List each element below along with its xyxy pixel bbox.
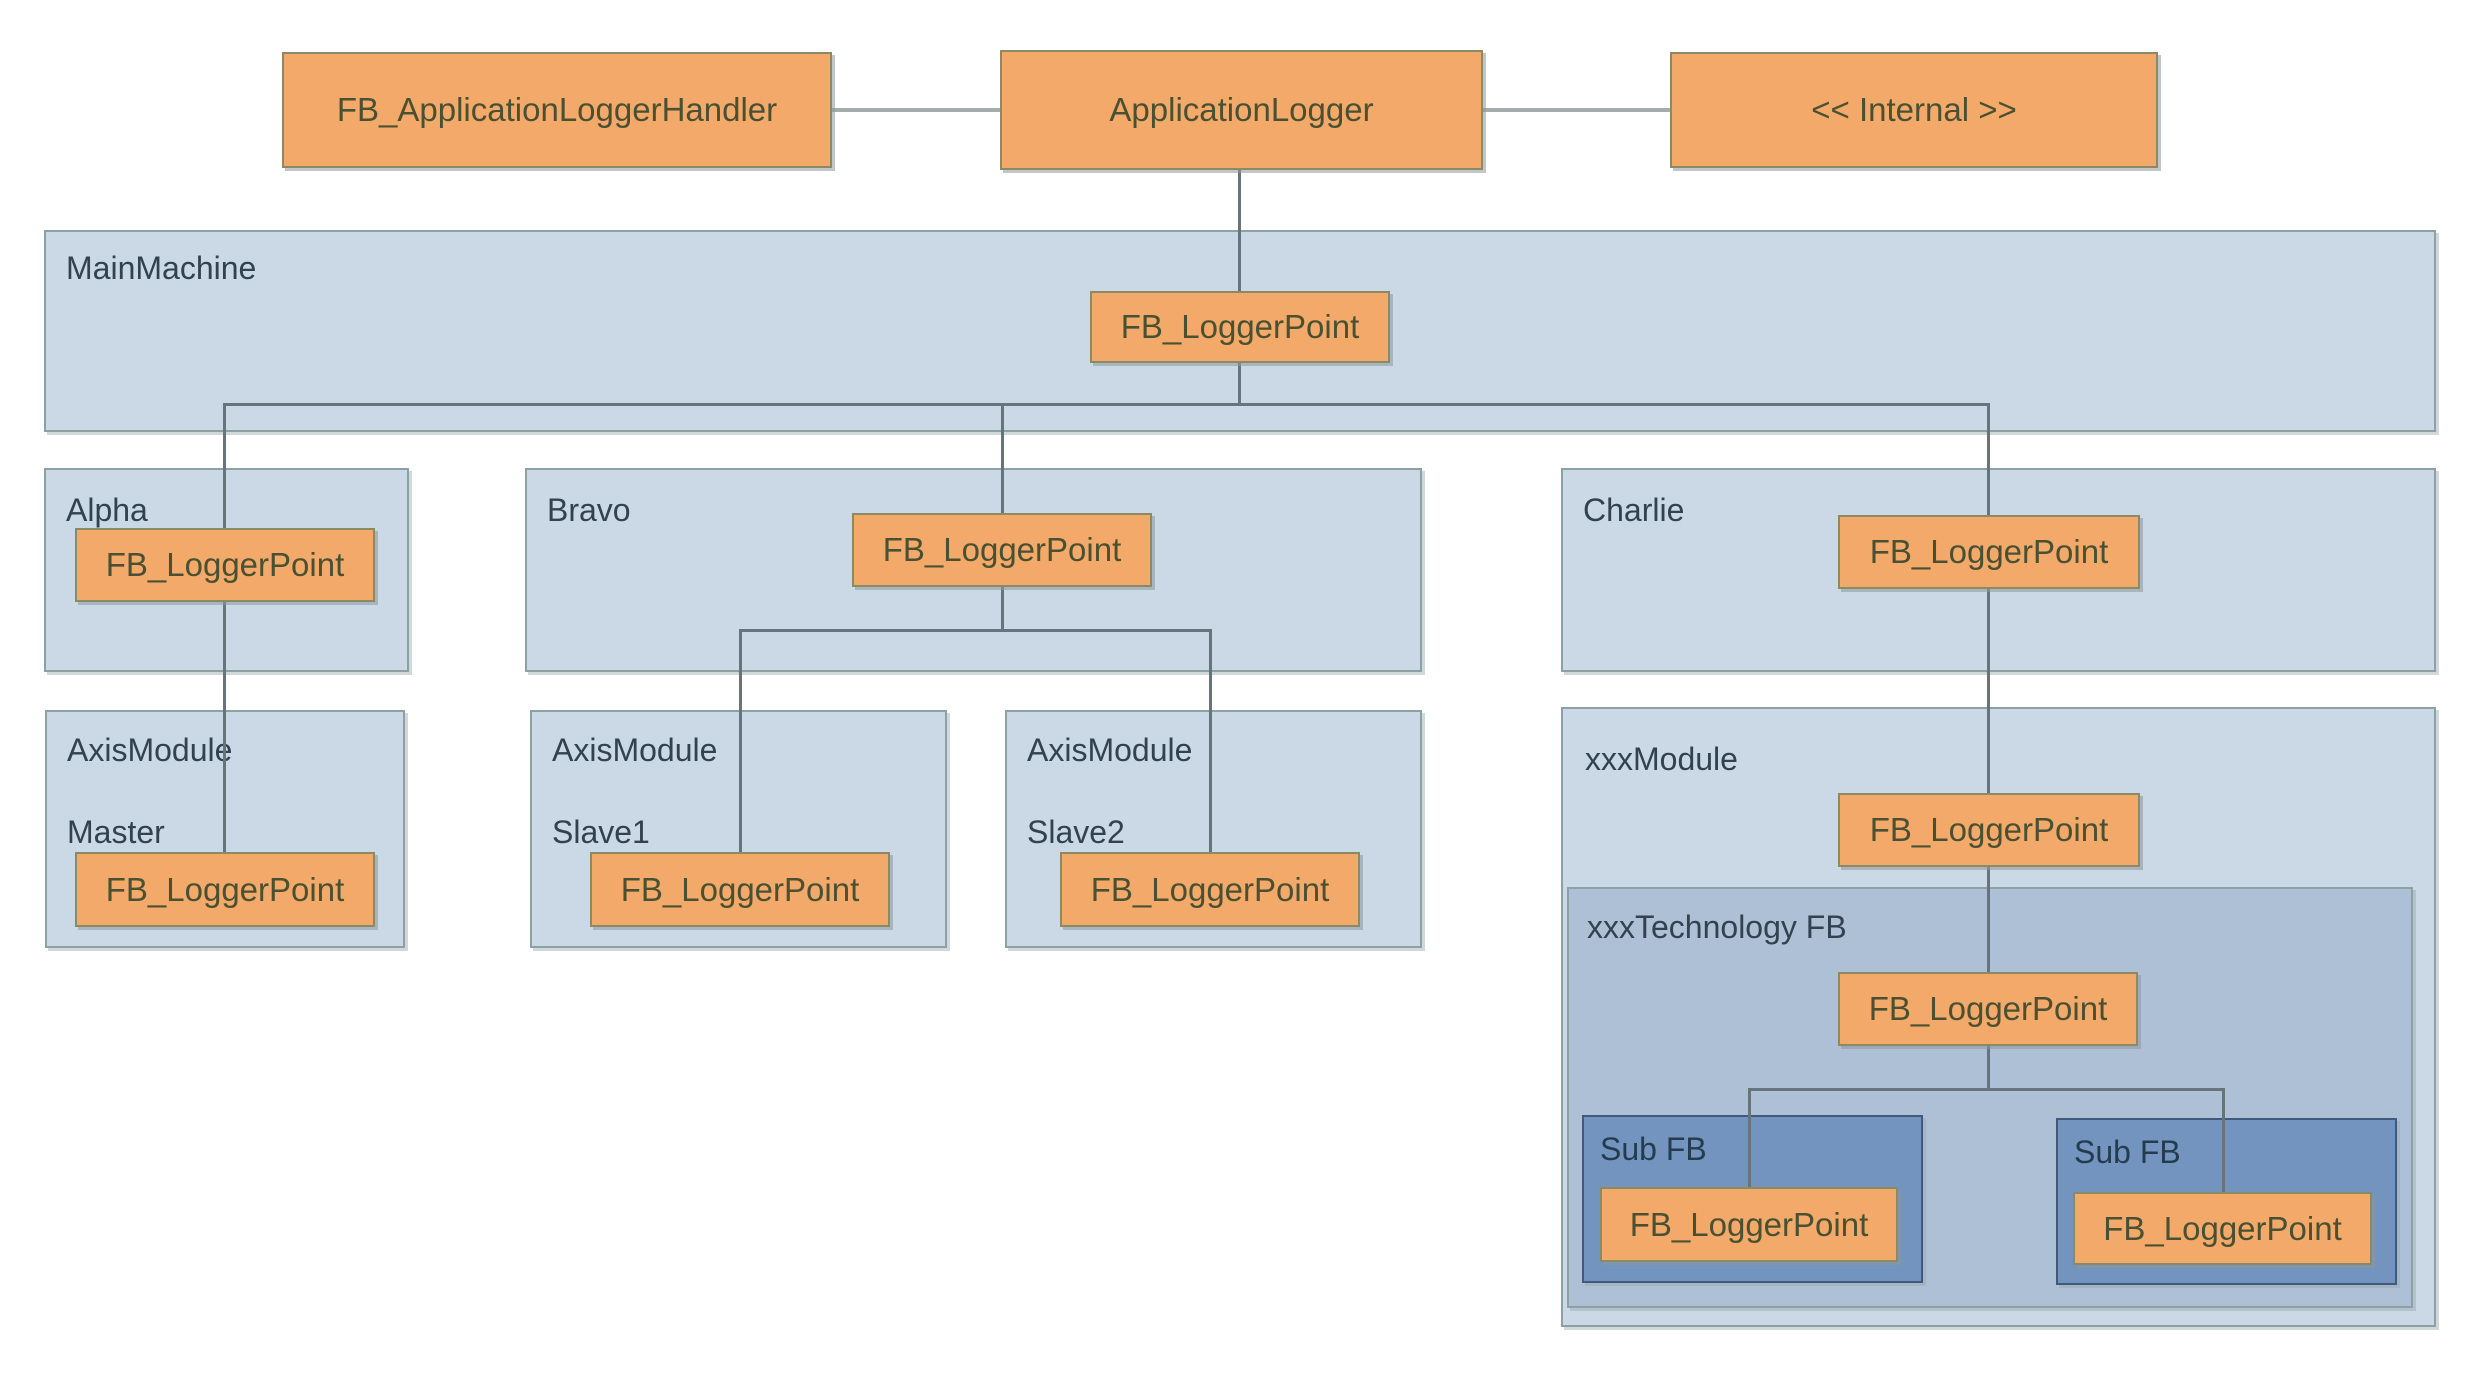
connector-tech-fb-drop <box>1987 1046 1990 1088</box>
connector-bravo-branch <box>1001 403 1004 513</box>
axismodule-slave2-name-label: Slave2 <box>1027 814 1125 850</box>
subfb-left-label: Sub FB <box>1600 1131 1707 1167</box>
mainmachine-label: MainMachine <box>66 250 257 286</box>
fb-loggerpoint-bravo: FB_LoggerPoint <box>852 513 1152 587</box>
alpha-label: Alpha <box>66 492 148 528</box>
connector-distribution-line <box>223 403 1990 406</box>
fb-loggerpoint-xxxmodule: FB_LoggerPoint <box>1838 793 2140 867</box>
connector-logger-internal <box>1483 108 1670 112</box>
axismodule-slave2-type-label: AxisModule <box>1027 732 1193 768</box>
connector-bravo-fb-drop <box>1001 587 1004 631</box>
connector-slave2-branch <box>1209 629 1212 852</box>
connector-logger-to-mainmachine-fb <box>1238 170 1241 291</box>
connector-subfb-right-branch <box>2222 1088 2225 1192</box>
fb-loggerpoint-subfb-right: FB_LoggerPoint <box>2073 1192 2372 1265</box>
charlie-label: Charlie <box>1583 492 1685 528</box>
node-internal: << Internal >> <box>1670 52 2158 168</box>
fb-loggerpoint-xxxtechnology: FB_LoggerPoint <box>1838 972 2138 1046</box>
xxxtechnology-fb-label: xxxTechnology FB <box>1587 909 1847 945</box>
xxxmodule-label: xxxModule <box>1585 741 1738 777</box>
connector-xxxmodule-to-tech <box>1987 867 1990 972</box>
axismodule-slave1-type-label: AxisModule <box>552 732 718 768</box>
connector-charlie-branch <box>1987 403 1990 515</box>
axismodule-master-type-label: AxisModule <box>67 732 233 768</box>
axismodule-master-name-label: Master <box>67 814 165 850</box>
fb-loggerpoint-alpha: FB_LoggerPoint <box>75 528 375 602</box>
connector-slave1-branch <box>739 629 742 852</box>
connector-mainmachine-fb-drop <box>1238 362 1241 404</box>
fb-loggerpoint-charlie: FB_LoggerPoint <box>1838 515 2140 589</box>
axismodule-slave1-name-label: Slave1 <box>552 814 650 850</box>
fb-loggerpoint-slave1: FB_LoggerPoint <box>590 852 890 927</box>
node-fb-application-logger-handler: FB_ApplicationLoggerHandler <box>282 52 832 168</box>
node-application-logger: ApplicationLogger <box>1000 50 1483 170</box>
fb-loggerpoint-slave2: FB_LoggerPoint <box>1060 852 1360 927</box>
fb-loggerpoint-master: FB_LoggerPoint <box>75 852 375 927</box>
fb-loggerpoint-subfb-left: FB_LoggerPoint <box>1600 1187 1898 1262</box>
subfb-right-label: Sub FB <box>2074 1134 2181 1170</box>
fb-loggerpoint-mainmachine: FB_LoggerPoint <box>1090 291 1390 363</box>
connector-bravo-split-line <box>739 629 1211 632</box>
connector-tech-split-line <box>1748 1088 2225 1091</box>
connector-handler-logger <box>832 108 1000 112</box>
bravo-label: Bravo <box>547 492 631 528</box>
connector-charlie-to-xxxmodule <box>1987 589 1990 793</box>
connector-alpha-master-branch <box>223 403 226 852</box>
connector-subfb-left-branch <box>1748 1088 1751 1187</box>
